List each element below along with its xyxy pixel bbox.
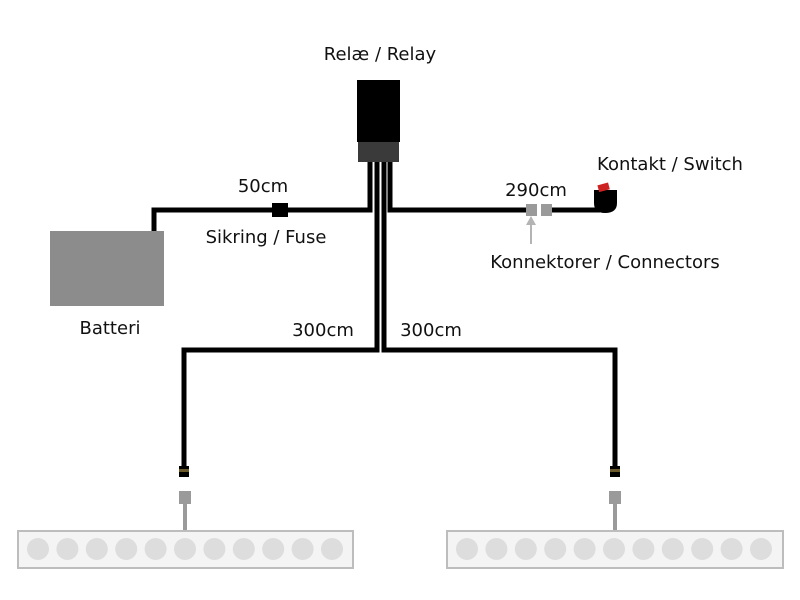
wires bbox=[151, 162, 618, 468]
left-socket bbox=[179, 491, 191, 504]
right-led bbox=[750, 538, 772, 560]
switch-rocker bbox=[597, 182, 610, 193]
connectors-label: Konnektorer / Connectors bbox=[490, 252, 720, 273]
switch-body bbox=[594, 190, 617, 213]
battery-wire bbox=[151, 162, 373, 231]
switch-wire bbox=[387, 162, 528, 213]
right-led bbox=[632, 538, 655, 560]
right-bar-wire-length: 300cm bbox=[400, 320, 462, 341]
left-plug-stripe bbox=[179, 469, 189, 472]
fuse bbox=[272, 203, 288, 217]
left-led bbox=[232, 538, 255, 560]
right-led bbox=[573, 538, 596, 560]
right-light-bar-leds bbox=[456, 538, 772, 560]
right-led bbox=[514, 538, 537, 560]
switch bbox=[594, 182, 617, 213]
left-led bbox=[115, 538, 138, 560]
left-led bbox=[27, 538, 49, 560]
left-led bbox=[85, 538, 108, 560]
left-bar-wire bbox=[181, 162, 380, 468]
left-led bbox=[144, 538, 167, 560]
left-led bbox=[262, 538, 285, 560]
relay-base bbox=[358, 142, 399, 162]
battery-label: Batteri bbox=[80, 318, 141, 339]
right-led bbox=[544, 538, 567, 560]
left-led bbox=[203, 538, 226, 560]
left-led bbox=[321, 538, 343, 560]
battery bbox=[50, 231, 164, 306]
right-light-bar-assembly bbox=[446, 466, 784, 569]
connector-arrow-head bbox=[526, 216, 536, 225]
left-led bbox=[291, 538, 314, 560]
left-bar-wire-length: 300cm bbox=[292, 320, 354, 341]
right-led bbox=[456, 538, 478, 560]
connector-left bbox=[526, 204, 537, 216]
right-led bbox=[485, 538, 508, 560]
left-light-bar-leds bbox=[27, 538, 343, 560]
fuse-label: Sikring / Fuse bbox=[206, 227, 327, 248]
relay-body bbox=[357, 80, 400, 142]
left-led bbox=[174, 538, 196, 560]
inline-connectors bbox=[526, 204, 552, 244]
left-light-bar-assembly bbox=[17, 466, 354, 569]
right-socket bbox=[609, 491, 621, 504]
right-led bbox=[661, 538, 684, 560]
switch-label: Kontakt / Switch bbox=[597, 154, 743, 175]
relay bbox=[357, 80, 400, 162]
right-bar-wire bbox=[381, 162, 618, 468]
switch-wire-length: 290cm bbox=[505, 180, 567, 201]
right-plug-stripe bbox=[610, 469, 620, 472]
relay-label: Relæ / Relay bbox=[324, 44, 437, 65]
left-led bbox=[56, 538, 79, 560]
right-led bbox=[603, 538, 625, 560]
right-led bbox=[720, 538, 743, 560]
battery-wire-length: 50cm bbox=[238, 176, 288, 197]
connector-right bbox=[541, 204, 552, 216]
right-led bbox=[691, 538, 714, 560]
